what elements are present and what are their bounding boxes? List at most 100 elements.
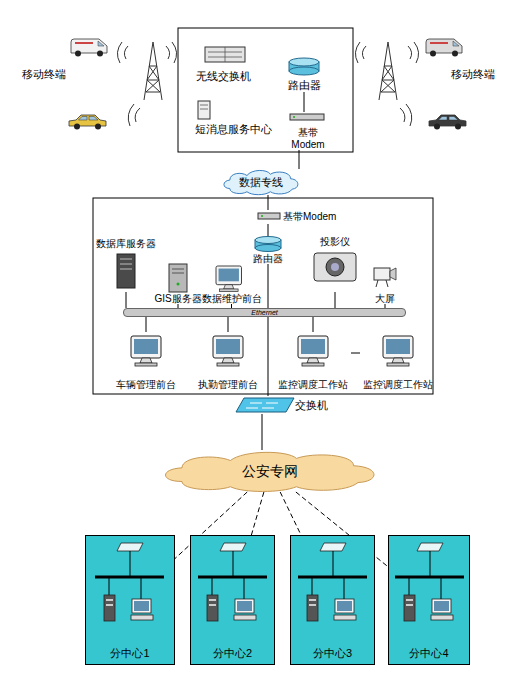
- node-label: 投影仪: [320, 236, 350, 248]
- node-label: 数据库服务器: [96, 238, 156, 250]
- wireless-switch-icon: [205, 47, 245, 62]
- node-label: 数据专线: [239, 176, 283, 189]
- node-label: 分中心3: [313, 647, 352, 660]
- node-label: 分中心4: [409, 647, 448, 660]
- router: 路由器: [244, 236, 292, 264]
- vehicle-desk: 车辆管理前台: [108, 332, 184, 390]
- router-body: [289, 62, 319, 71]
- router-icon: [255, 237, 281, 252]
- router-base: [289, 67, 319, 75]
- terminal-label: 移动终端: [443, 66, 503, 82]
- network-link: [251, 492, 263, 535]
- projector-glass: [331, 263, 339, 271]
- node-label: 分中心2: [213, 647, 252, 660]
- modem: 基带Modem: [256, 210, 350, 224]
- ethernet-bus: Ethernet: [123, 308, 406, 317]
- network-link: [299, 150, 300, 169]
- vehicle-van: [426, 39, 462, 57]
- projector-lens: [326, 258, 344, 276]
- node-label: Ethernet: [251, 309, 277, 316]
- tower-lattice: [144, 42, 162, 100]
- router: 路由器: [280, 56, 328, 92]
- camera-lens: [390, 268, 396, 280]
- wave-arc: [408, 42, 419, 63]
- node-label: 基带Modem: [283, 211, 336, 223]
- radio-waves: [117, 42, 418, 126]
- branch-network-icon: [95, 543, 164, 621]
- modem-icon: [290, 114, 324, 120]
- rack-lines: [208, 47, 242, 62]
- workstation-icon: [298, 336, 328, 366]
- node-label: 监控调度工作站: [278, 379, 348, 391]
- switch-icon: [236, 398, 294, 412]
- node-label: 交换机: [295, 399, 328, 412]
- camera-body: [374, 268, 390, 280]
- node-label: 路由器: [288, 79, 321, 92]
- branch-network-icon: [198, 543, 267, 621]
- branch-center: 分中心1: [85, 535, 175, 665]
- server-body: [169, 264, 187, 292]
- node-label: 数据维护前台: [202, 293, 262, 305]
- network-link: [304, 92, 305, 112]
- wave-arc: [128, 104, 140, 126]
- pc-monitor-icon: [216, 266, 242, 292]
- data-line-cloud: 数据专线: [222, 169, 300, 195]
- modem-led: [293, 116, 295, 118]
- terminal-label: 移动终端: [14, 66, 74, 82]
- modem-body: [290, 114, 324, 120]
- police-network-cloud: 公安专网: [160, 450, 380, 492]
- node-label: 基带 Modem: [284, 127, 332, 150]
- network-link: [335, 292, 336, 308]
- network-link: [280, 492, 301, 535]
- server-lines: [200, 105, 208, 109]
- modem-body: [258, 213, 280, 219]
- node-label: 移动终端: [22, 68, 66, 81]
- branch-center: 分中心4: [388, 535, 470, 665]
- server-lines: [172, 269, 184, 273]
- command-center-frame: [93, 198, 433, 394]
- branch-center: 分中心2: [190, 535, 275, 665]
- wave-arc: [166, 42, 177, 63]
- tower-lattice: [379, 42, 397, 100]
- node-label: 监控调度工作站: [363, 379, 433, 391]
- wireless-switch: 无线交换机: [190, 45, 256, 83]
- workstation-icon: [383, 336, 413, 366]
- maintenance-desk: 数据维护前台: [200, 266, 263, 304]
- database-server-icon: [117, 254, 135, 288]
- vehicle-van: [71, 39, 107, 57]
- wave-arc: [400, 104, 412, 126]
- sms-center: 短消息服务中心: [186, 100, 280, 136]
- router-top: [255, 237, 281, 244]
- projector: 投影仪: [305, 236, 365, 292]
- camera-stand: [376, 280, 388, 287]
- modem-icon: [258, 213, 280, 219]
- workstation-icon: [213, 336, 243, 366]
- vehicle-taxi: [69, 115, 106, 130]
- gis-server: GIS服务器: [148, 262, 208, 304]
- router-body: [255, 240, 281, 248]
- node-label: 车辆管理前台: [116, 379, 176, 391]
- node-label: 路由器: [253, 253, 283, 265]
- branch-network-icon: [395, 543, 464, 621]
- node-label: 分中心1: [110, 647, 149, 660]
- branch-center: 分中心3: [290, 535, 375, 665]
- wave-arc: [117, 42, 128, 63]
- projector-icon: [314, 253, 356, 281]
- switch-arrows: [246, 403, 278, 408]
- network-link: [268, 264, 269, 396]
- node-label: GIS服务器: [154, 293, 201, 305]
- sms-server-icon: [198, 101, 210, 119]
- big-screen: 大屏: [366, 264, 404, 304]
- network-link: [268, 195, 269, 210]
- modem: 基带 Modem: [284, 112, 332, 150]
- screen-camera-icon: [374, 268, 396, 287]
- node-label: 执勤管理前台: [198, 379, 258, 391]
- network-link: [126, 292, 127, 308]
- switch: 交换机: [232, 396, 332, 414]
- duty-desk: 执勤管理前台: [190, 332, 266, 390]
- network-link: [262, 414, 263, 450]
- node-label: 无线交换机: [196, 70, 251, 83]
- rack-body: [205, 47, 245, 62]
